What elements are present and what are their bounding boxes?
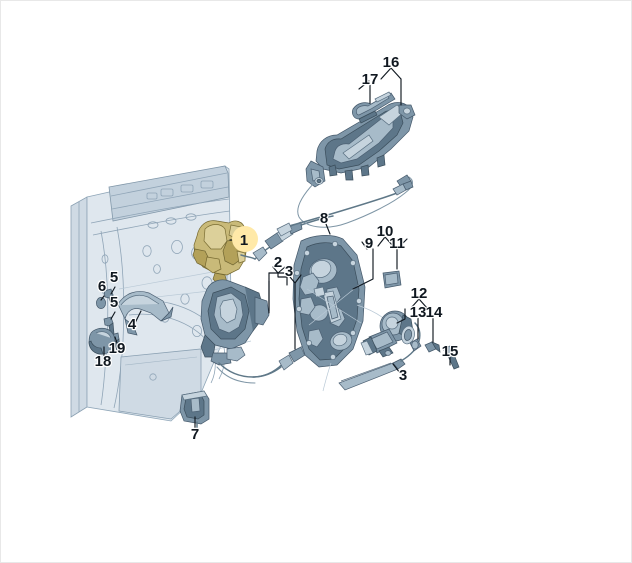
callout-1-highlight	[232, 226, 258, 252]
callout-label-13[interactable]: 13	[408, 303, 427, 322]
callout-label-3a[interactable]: 3	[284, 262, 295, 281]
door-inner-panel	[70, 165, 252, 422]
callout-label-19[interactable]: 19	[107, 339, 126, 358]
door-striker	[179, 390, 210, 430]
callout-label-2[interactable]: 2	[273, 253, 284, 272]
callout-label-10[interactable]: 10	[375, 222, 394, 241]
callout-label-16[interactable]: 16	[381, 53, 400, 72]
window-regulator-motor	[360, 310, 415, 358]
leader-lines	[100, 67, 451, 429]
callout-label-1[interactable]: 1	[240, 232, 248, 249]
callout-label-11[interactable]: 11	[388, 234, 406, 253]
regulator-hardware	[409, 338, 460, 370]
handle-cover-cap	[352, 91, 396, 124]
callout-label-5a[interactable]: 5	[109, 268, 120, 287]
exterior-door-handle	[305, 102, 416, 188]
door-latch-assembly	[200, 279, 286, 384]
callout-label-15[interactable]: 15	[440, 342, 459, 361]
callout-label-18[interactable]: 18	[93, 352, 112, 371]
clip-11	[382, 270, 402, 289]
callout-label-3b[interactable]: 3	[398, 366, 409, 385]
callout-label-4[interactable]: 4	[127, 315, 138, 334]
handle-bowden-cable	[276, 174, 414, 237]
callout-label-7[interactable]: 7	[190, 425, 201, 444]
callout-label-17[interactable]: 17	[360, 70, 379, 89]
callout-labels: 1 2 3 3 4 5 5 6 7 8 9 10 11 12 13 14 15 …	[93, 53, 459, 444]
callout-label-5b[interactable]: 5	[109, 293, 120, 312]
window-regulator-carrier-plate	[292, 235, 390, 392]
callout-label-14[interactable]: 14	[424, 303, 444, 322]
door-check-strap-group	[88, 288, 174, 355]
callout-label-12[interactable]: 12	[409, 284, 428, 303]
callout-label-6[interactable]: 6	[97, 277, 108, 296]
callout-label-8[interactable]: 8	[319, 209, 330, 228]
callout-label-9[interactable]: 9	[364, 234, 375, 253]
